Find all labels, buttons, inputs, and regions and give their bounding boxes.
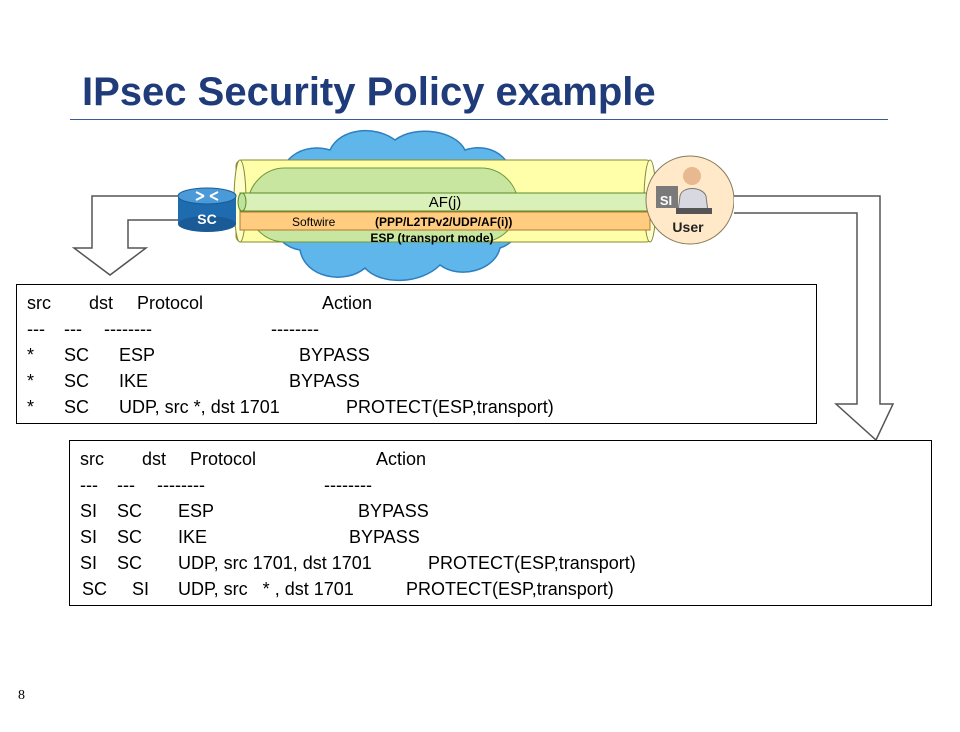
page-number: 8 xyxy=(18,688,25,703)
table-row: * SC ESP BYPASS xyxy=(27,345,370,365)
table-row: * SC IKE BYPASS xyxy=(27,371,360,391)
router-icon: SC xyxy=(177,187,237,232)
table-row: SI SC ESP BYPASS xyxy=(80,501,429,521)
sc-policy-table: src dst Protocol Action --- --- --------… xyxy=(16,284,817,424)
softwire-label: Softwire xyxy=(292,215,336,229)
softwire-stack-label: (PPP/L2TPv2/UDP/AF(i)) xyxy=(375,215,512,229)
title-divider xyxy=(70,119,888,120)
person-at-computer-icon: SI User xyxy=(645,155,735,245)
esp-label: ESP (transport mode) xyxy=(370,231,493,245)
router-label: SC xyxy=(197,211,216,227)
page-title: IPsec Security Policy example xyxy=(82,70,656,114)
user-badge: SI xyxy=(660,193,672,208)
table-row: SC SI UDP, src * , dst 1701 PROTECT(ESP,… xyxy=(82,579,614,599)
l2tp-band xyxy=(239,211,651,231)
table-separator: --- --- -------- -------- xyxy=(27,319,319,339)
table-separator: --- --- -------- -------- xyxy=(80,475,372,495)
table-row: SI SC IKE BYPASS xyxy=(80,527,420,547)
user-label: User xyxy=(672,219,704,235)
table-row: * SC UDP, src *, dst 1701 PROTECT(ESP,tr… xyxy=(27,397,554,417)
sc-policy-arrow xyxy=(71,195,178,276)
af-label: AF(j) xyxy=(429,194,462,211)
table-row: SI SC UDP, src 1701, dst 1701 PROTECT(ES… xyxy=(80,553,636,573)
si-policy-table: src dst Protocol Action --- --- --------… xyxy=(69,440,932,606)
table-header: src dst Protocol Action xyxy=(27,293,373,313)
table-header: src dst Protocol Action xyxy=(80,449,427,469)
